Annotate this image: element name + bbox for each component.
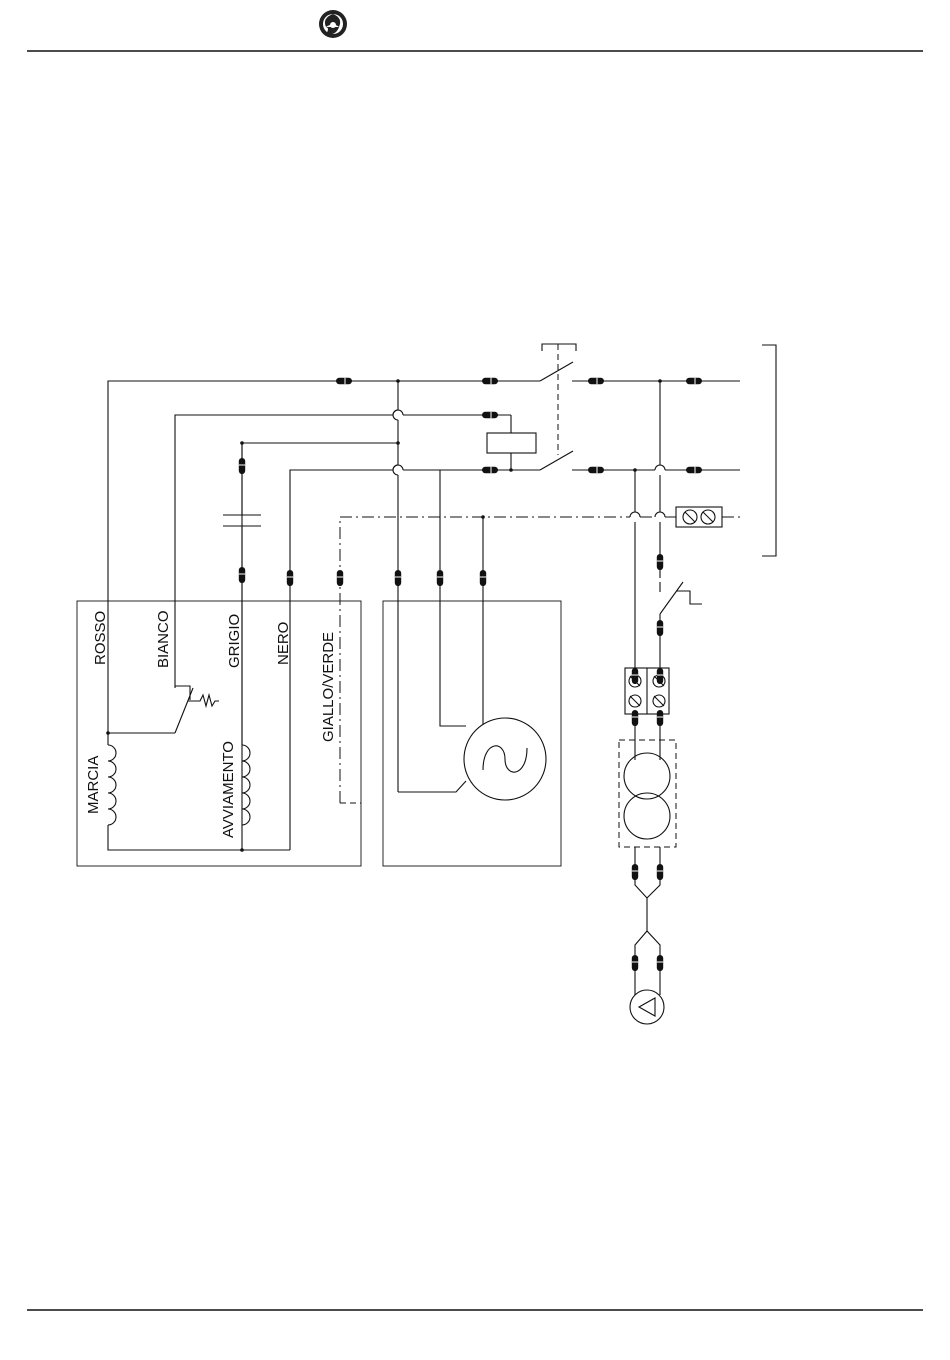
relay-coil — [487, 415, 536, 472]
plug-connector — [482, 378, 498, 384]
plug-connector — [657, 668, 663, 684]
plug-connector — [337, 570, 343, 586]
plug-connector — [632, 710, 638, 726]
fan-motor-box — [383, 470, 561, 866]
plug-connector — [336, 378, 352, 384]
fuse-block — [676, 507, 722, 527]
plug-connector — [657, 554, 663, 570]
label-nero: NERO — [275, 622, 292, 665]
plug-connector — [686, 378, 702, 384]
swirl-logo-icon — [319, 10, 347, 38]
plug-connector — [657, 620, 663, 636]
label-rosso: ROSSO — [92, 611, 109, 665]
plug-connector — [437, 570, 443, 586]
lamp-cable — [635, 880, 660, 995]
plug-connector — [588, 378, 604, 384]
plug-connector — [395, 570, 401, 586]
right-switch — [660, 582, 702, 668]
plug-connector — [686, 467, 702, 473]
label-bianco: BIANCO — [155, 610, 172, 668]
label-avviamento: AVVIAMENTO — [220, 741, 237, 838]
fan-motor-icon — [464, 718, 546, 800]
label-grigio: GRIGIO — [226, 614, 243, 668]
lamp-icon — [630, 990, 664, 1024]
plug-connector — [482, 412, 498, 418]
thermal-protector — [106, 668, 219, 735]
plug-connector — [657, 864, 663, 880]
plug-connector — [657, 710, 663, 726]
plug-connector — [239, 567, 245, 583]
transformer — [619, 740, 676, 880]
label-giallo-verde: GIALLO/VERDE — [320, 632, 337, 742]
supply-bracket — [762, 345, 776, 556]
plug-connector — [287, 570, 293, 586]
plug-connector — [480, 570, 486, 586]
winding-marcia — [108, 733, 290, 850]
label-marcia: MARCIA — [85, 756, 102, 814]
plug-connector — [239, 458, 245, 474]
plug-connector — [632, 864, 638, 880]
plug-connector — [657, 955, 663, 971]
plug-connector — [632, 668, 638, 684]
plug-connector — [632, 955, 638, 971]
connectors — [239, 378, 702, 971]
plug-connector — [482, 467, 498, 473]
plug-connector — [588, 467, 604, 473]
wire-ground — [340, 512, 740, 803]
main-switch — [540, 344, 740, 470]
